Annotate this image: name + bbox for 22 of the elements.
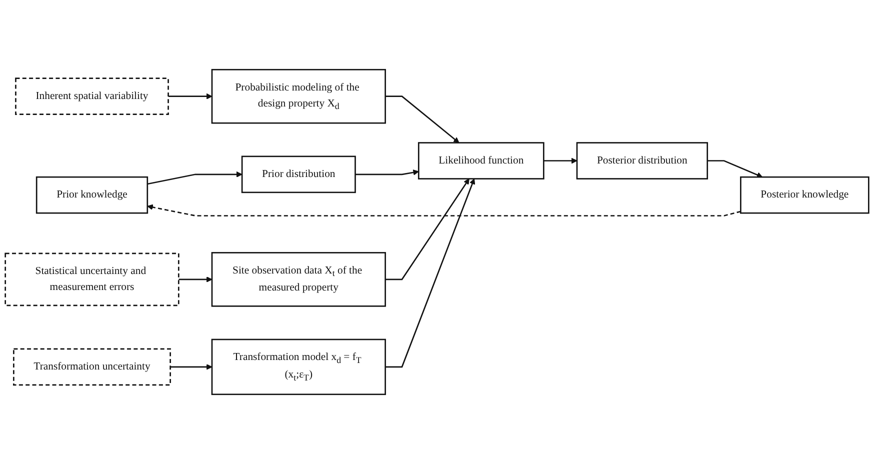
node-box: Likelihood function [418, 142, 544, 180]
arrow [355, 170, 419, 176]
node-box: Probabilistic modeling of the design property X$_{d}$ [211, 68, 386, 124]
arrow [385, 96, 460, 144]
node-box: Transformation model x$_{d}$ = f$_{T}$ (x$_{t}$;ε$_{T}$) [211, 338, 386, 396]
arrow [168, 93, 212, 100]
arrow [170, 364, 212, 370]
node-box: Prior distribution [241, 156, 356, 194]
node-box: Inherent spatial variability [15, 78, 169, 116]
node-box: Statistical uncertainty and measurement errors [4, 252, 180, 306]
node-box: Prior knowledge [36, 176, 148, 214]
arrow [178, 276, 212, 282]
arrow [707, 160, 763, 178]
node-box: Site observation data X$_{t}$ of the measured property [211, 252, 386, 307]
node-box: Posterior knowledge [740, 176, 870, 214]
arrow [385, 178, 476, 368]
node-box: Transformation uncertainty [13, 348, 171, 386]
node-box: Posterior distribution [576, 142, 708, 180]
arrow [147, 171, 242, 185]
arrow [147, 204, 741, 216]
arrow [544, 158, 578, 164]
arrow [385, 178, 470, 280]
